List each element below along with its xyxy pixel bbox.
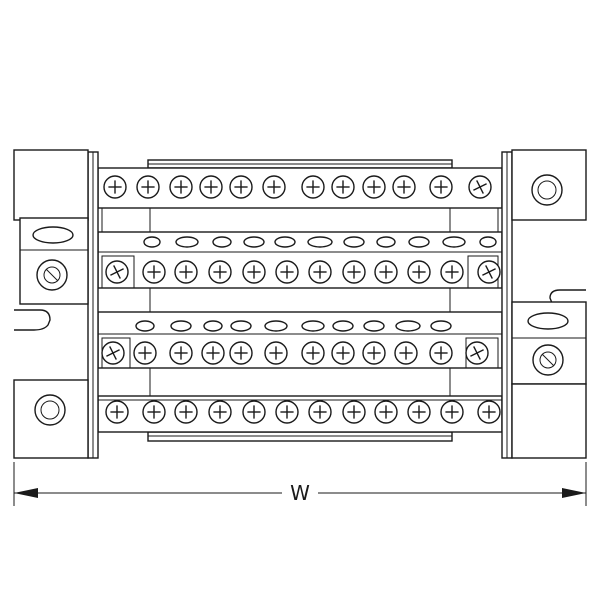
oval-hole: [135, 320, 155, 332]
terminal-screw: [103, 175, 127, 199]
oval-hole: [376, 236, 396, 248]
terminal-screw-end: [465, 341, 489, 365]
oval-hole: [479, 236, 497, 248]
terminal-screw: [342, 400, 366, 424]
terminal-screw: [407, 400, 431, 424]
terminal-screw: [301, 175, 325, 199]
mount-screw-right-middle: [532, 344, 564, 376]
terminal-screw: [440, 400, 464, 424]
mount-screw-left-middle: [36, 259, 68, 291]
oval-hole: [230, 320, 252, 332]
bottom-rail: [147, 431, 453, 442]
mount-screw-bottom-left: [34, 394, 66, 426]
terminal-screw: [169, 341, 193, 365]
right-end-bracket: [501, 151, 513, 459]
terminal-screw: [229, 341, 253, 365]
oval-hole: [442, 236, 466, 248]
width-label: W: [290, 481, 310, 505]
oval-hole: [175, 236, 199, 248]
terminal-screw-end: [105, 260, 129, 284]
oval-hole: [408, 236, 430, 248]
dimension-arrow-right: [562, 488, 586, 498]
terminal-screw: [362, 175, 386, 199]
terminal-screw: [331, 341, 355, 365]
terminal-screw: [308, 260, 332, 284]
terminal-screw: [201, 341, 225, 365]
screw-row-3: [101, 341, 489, 365]
terminal-screw: [174, 260, 198, 284]
terminal-screw: [477, 400, 501, 424]
oval-hole: [307, 236, 333, 248]
terminal-screw: [105, 400, 129, 424]
terminal-screw: [394, 341, 418, 365]
left-mount-insulator: [32, 226, 74, 244]
oval-hole: [274, 236, 296, 248]
terminal-screw: [169, 175, 193, 199]
terminal-screw: [342, 260, 366, 284]
oval-hole: [363, 320, 385, 332]
oval-hole: [430, 320, 452, 332]
terminal-screw: [275, 400, 299, 424]
terminal-screw: [174, 400, 198, 424]
left-end-bracket: [87, 151, 99, 459]
oval-hole: [264, 320, 288, 332]
oval-hole: [212, 236, 232, 248]
mount-screw-top-right: [531, 174, 563, 206]
terminal-screw: [142, 260, 166, 284]
hole-row-lower: [135, 320, 452, 332]
screw-row-2: [105, 260, 501, 284]
oval-hole: [243, 236, 265, 248]
width-dimension: W: [13, 462, 587, 506]
terminal-screw: [142, 400, 166, 424]
terminal-screw: [229, 175, 253, 199]
terminal-screw: [242, 260, 266, 284]
terminal-screw: [407, 260, 431, 284]
terminal-screw: [429, 175, 453, 199]
terminal-screw: [331, 175, 355, 199]
terminal-screw: [136, 175, 160, 199]
terminal-screw: [440, 260, 464, 284]
terminal-screw: [208, 400, 232, 424]
terminal-screw: [242, 400, 266, 424]
right-mount-insulator: [527, 312, 569, 330]
terminal-screw: [199, 175, 223, 199]
screw-row-4: [105, 400, 501, 424]
terminal-screw: [374, 260, 398, 284]
terminal-screw: [374, 400, 398, 424]
terminal-screw: [262, 175, 286, 199]
terminal-screw: [275, 260, 299, 284]
terminal-screw: [133, 341, 157, 365]
terminal-screw: [208, 260, 232, 284]
oval-hole: [170, 320, 192, 332]
oval-hole: [343, 236, 365, 248]
terminal-screw-end: [101, 341, 125, 365]
terminal-screw: [392, 175, 416, 199]
top-rail: [147, 159, 453, 169]
terminal-screw-end: [468, 175, 492, 199]
oval-hole: [332, 320, 354, 332]
hole-row-upper: [143, 236, 497, 248]
terminal-screw: [429, 341, 453, 365]
screw-row-1: [103, 175, 492, 199]
busbar-row-2: [97, 231, 503, 312]
oval-hole: [301, 320, 325, 332]
oval-hole: [203, 320, 223, 332]
terminal-screw: [362, 341, 386, 365]
oval-hole: [395, 320, 421, 332]
oval-hole: [143, 236, 161, 248]
dimension-arrow-left: [14, 488, 38, 498]
terminal-screw-end: [477, 260, 501, 284]
terminal-screw: [308, 400, 332, 424]
terminal-screw: [264, 341, 288, 365]
terminal-screw: [301, 341, 325, 365]
